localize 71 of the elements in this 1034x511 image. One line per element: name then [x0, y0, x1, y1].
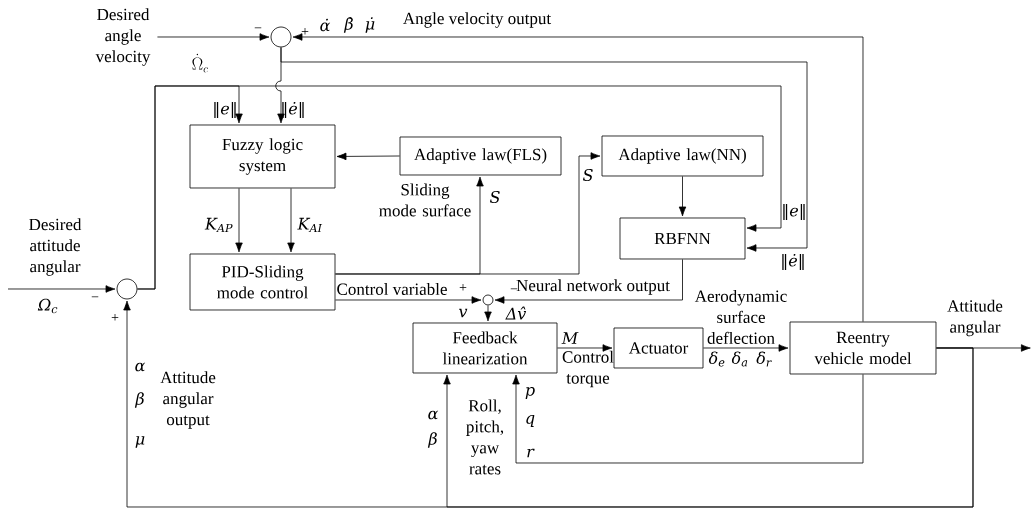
symbol-label: δ$_{e}$ [708, 351, 725, 367]
text-label: Sliding mode surface [379, 183, 471, 217]
sign-label: + [111, 314, 119, 321]
arrow [678, 176, 687, 217]
edge-label: ‖ė‖ [282, 102, 304, 118]
summing-junction [482, 294, 494, 306]
symbol-label: α̇ [320, 18, 331, 32]
arrow [292, 33, 864, 322]
symbol-label: β̇ [343, 17, 353, 33]
arrow [335, 296, 482, 304]
symbol-label: Δv̂ [505, 306, 527, 320]
block-box: Feedback linearization [412, 322, 558, 374]
edge-label: $\dot{\Omega}_c$ [192, 53, 208, 73]
edge-label: Attitude angular output [160, 371, 216, 429]
edge-label: M [561, 332, 579, 344]
sign-label: − [254, 27, 262, 29]
arrow [557, 344, 613, 352]
arrow [494, 259, 683, 304]
edge-label: Neural network output [516, 279, 670, 295]
edge-label: Angle velocity output [403, 12, 552, 28]
arrow [703, 344, 789, 352]
sign-label: − [510, 288, 518, 290]
arrow [335, 152, 601, 275]
block-box: Actuator [613, 327, 704, 369]
edge-label: Roll, pitch, yaw rates [466, 399, 504, 475]
arrow [287, 188, 295, 253]
edge-label: ‖e‖ [214, 102, 236, 118]
symbol-label: β [427, 432, 437, 448]
arrow [512, 374, 864, 464]
summing-junction [116, 278, 138, 300]
input-label: Desired angle velocity [95, 8, 151, 66]
sign-label: − [91, 296, 99, 298]
text-label: Control torque [562, 350, 614, 388]
edge-label: v [459, 308, 468, 318]
arrow [336, 152, 400, 161]
symbol-label: δ$_{r}$ [756, 351, 772, 367]
edge-label: K$_{AP}$ [204, 217, 233, 233]
edge-label: S [583, 168, 593, 182]
edge-label: Control variable [337, 283, 447, 295]
symbol-label: p [525, 387, 535, 399]
edge-label: Attitude angular [947, 299, 1003, 337]
block-box: Adaptive law(NN) [601, 135, 764, 177]
arrow [484, 305, 492, 322]
arrow [7, 285, 116, 293]
symbol-label: μ̇ [365, 17, 375, 33]
symbol-label: α [428, 410, 439, 420]
block-box: PID-Sliding mode control [189, 253, 336, 311]
arrow [137, 85, 782, 290]
symbol-label: α [135, 362, 146, 372]
edge-label: ‖e‖ [783, 204, 805, 220]
summing-junction [270, 26, 292, 48]
block-box: Fuzzy logic system [189, 124, 336, 189]
edge-label: S [490, 190, 500, 204]
arrow [235, 188, 243, 253]
block-box: Reentry vehicle model [789, 321, 937, 375]
edge-label: Desired attitude angular [29, 218, 82, 276]
arrow [280, 47, 808, 252]
symbol-label: β [134, 392, 144, 408]
edge-label: ‖ė‖ [782, 254, 804, 270]
arrow [157, 33, 270, 41]
block-box: Adaptive law(FLS) [399, 136, 562, 176]
sign-label: + [301, 28, 309, 35]
symbol-label: δ$_{a}$ [731, 351, 748, 367]
symbol-label: q [526, 415, 535, 427]
symbol-label: Ω$_{c}$ [37, 298, 58, 314]
block-box: RBFNN [619, 217, 746, 260]
symbol-label: μ [135, 436, 145, 448]
edge-label: K$_{AI}$ [297, 217, 323, 233]
sign-label: + [459, 284, 467, 291]
arrow [443, 347, 974, 508]
symbol-label: r [527, 448, 535, 458]
